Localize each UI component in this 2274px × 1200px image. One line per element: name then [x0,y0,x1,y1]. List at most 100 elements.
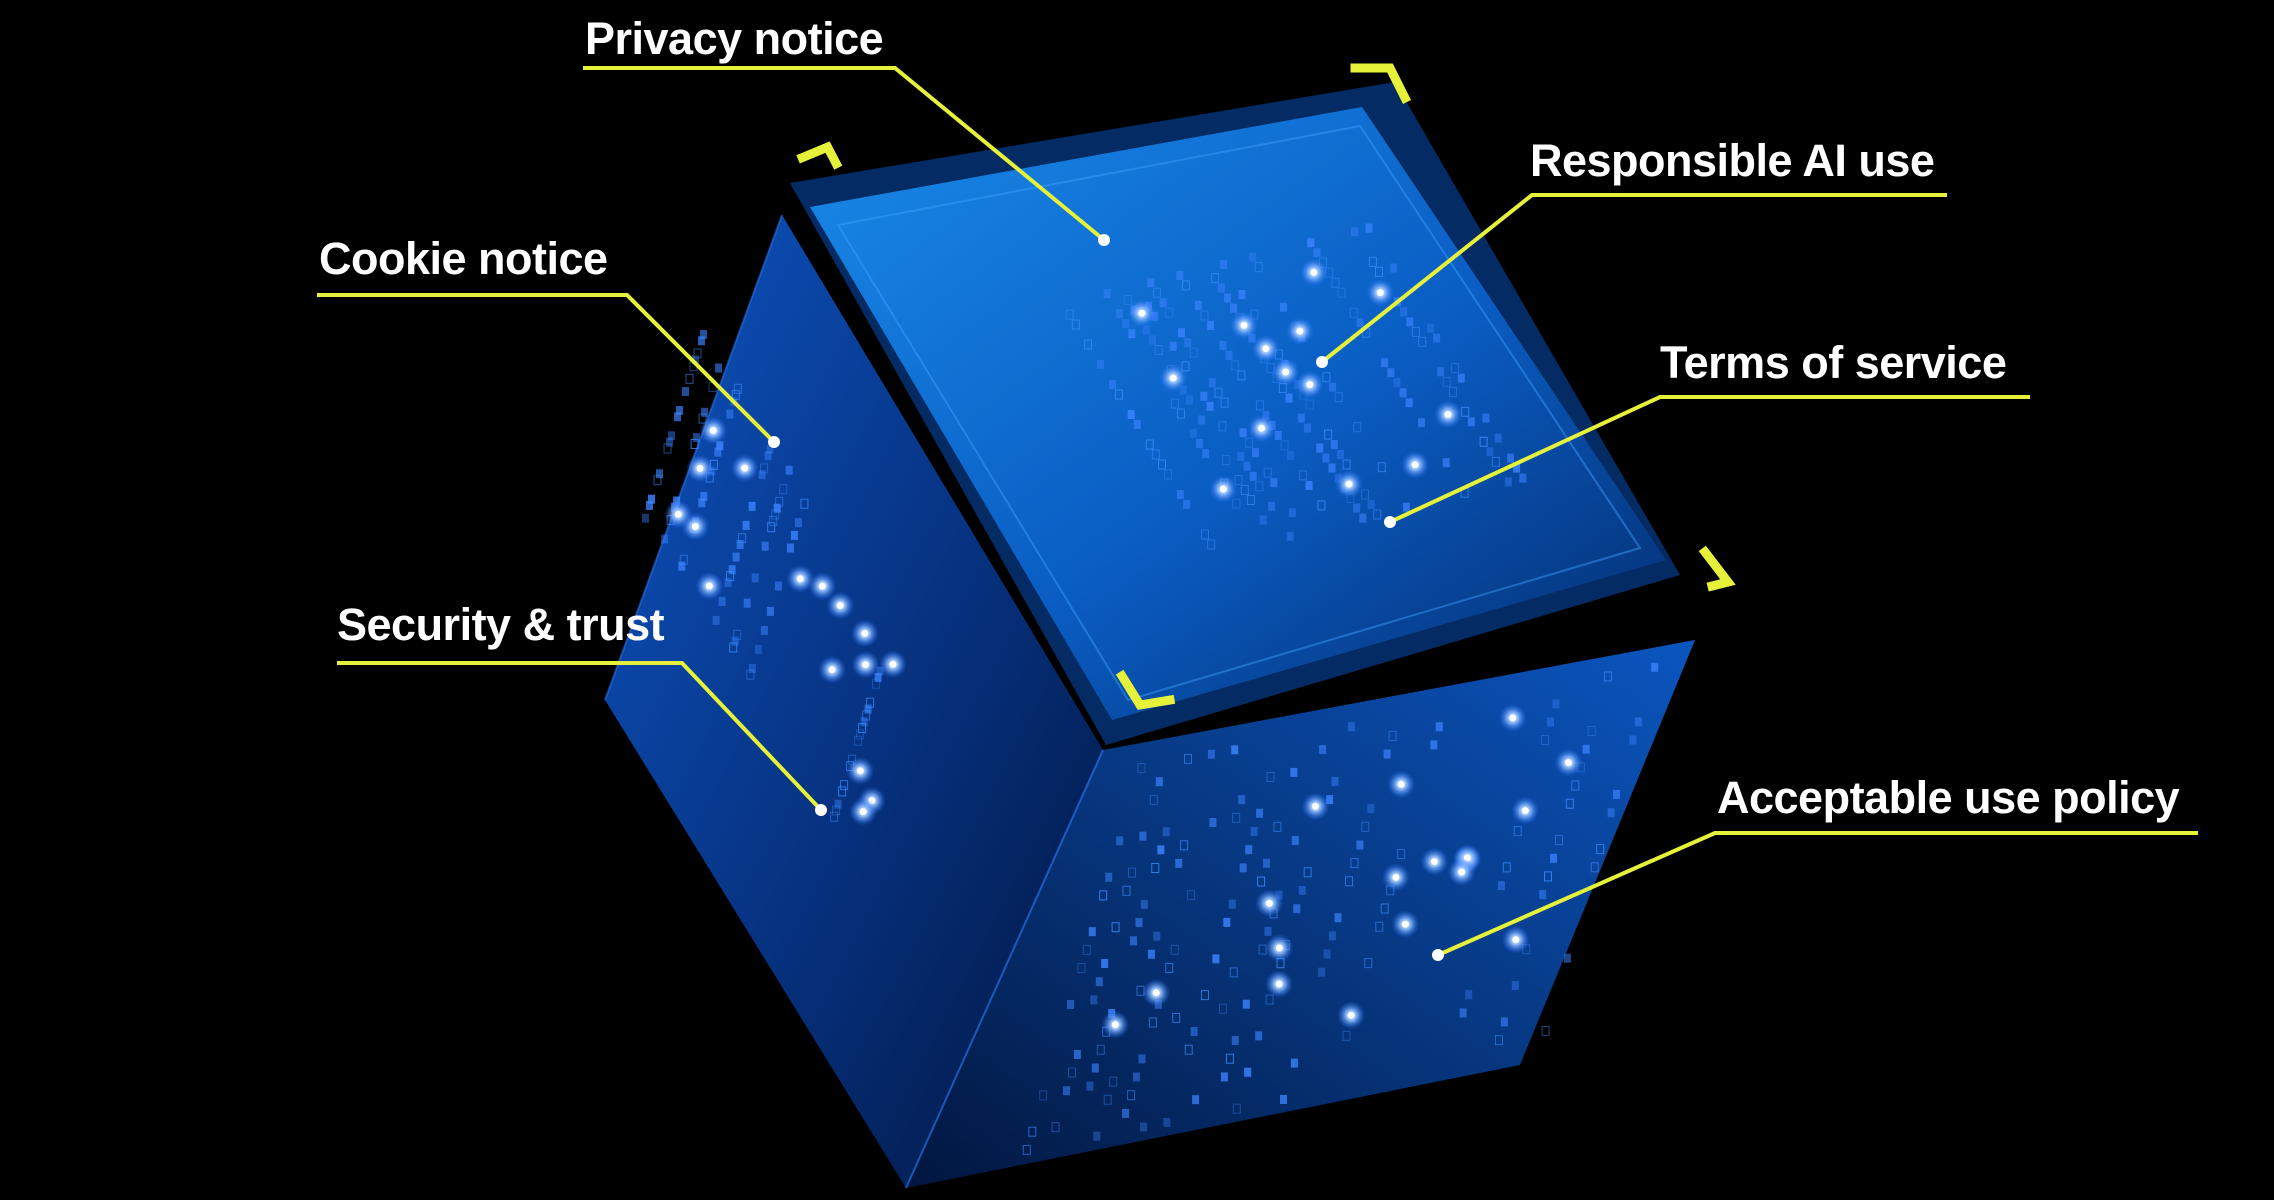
right-face-pixel [1133,1072,1140,1082]
top-face-pixel [1231,360,1240,371]
right-face-pixel [1093,1131,1101,1141]
left-face-pixel [790,530,798,540]
right-face-pixel [1239,863,1247,873]
left-face-glow-dot [674,510,682,518]
right-face-pixel [1218,1003,1227,1014]
right-face-pixel [1184,753,1192,764]
left-face-pixel [854,735,863,746]
top-face-pixel [1317,500,1326,511]
top-face-pixel [1328,463,1336,473]
top-face-pixel [1305,399,1314,410]
top-face-pixel [1451,363,1460,374]
right-face-pixel [1073,1049,1081,1059]
right-face-glow-dot [1430,858,1438,866]
right-face-pixel [1228,899,1236,909]
top-face-pixel [1103,289,1111,299]
left-face-pixel [682,387,689,396]
right-face-pixel [1298,886,1306,895]
top-face-pixel [1232,498,1241,509]
top-face-pixel [1334,392,1343,403]
right-face-pixel [1345,876,1353,887]
top-face-pixel [1359,513,1367,523]
top-face-pixel [1237,370,1246,381]
top-face-pixel [1467,417,1475,427]
right-face-glow-dot [1521,807,1529,815]
right-face-pixel [1101,959,1109,968]
right-face-pixel [1596,844,1605,855]
right-face-pixel [1187,890,1196,901]
right-face-pixel [1130,936,1137,946]
top-face-pixel [1270,478,1278,488]
top-face-pixel [1368,256,1377,267]
top-face-pixel [1365,223,1373,233]
right-face-pixel [1465,990,1473,1000]
top-face-pixel [1280,440,1289,451]
callout-line-terms [1389,395,2030,524]
top-face-pixel [1411,326,1420,337]
right-face-pixel [1212,954,1220,964]
right-face-pixel [1541,1025,1550,1036]
left-face-glow-dot [705,582,713,590]
left-face-pixel [653,475,662,486]
top-face-pixel [1329,382,1337,392]
right-face-pixel [1350,858,1359,869]
top-face-pixel [1305,480,1313,490]
left-face-pixel [771,509,780,520]
top-face-pixel [1202,449,1210,459]
right-face-pixel [1541,735,1549,746]
right-face-glow-dot [1401,920,1409,928]
left-face-pixel [761,541,769,551]
left-face-pixel [800,498,809,509]
right-face-pixel [1140,1122,1147,1132]
left-face-pixel [742,520,750,530]
left-face-pixel [646,501,653,510]
top-face-pixel [1207,320,1215,330]
right-face-pixel [1513,826,1522,837]
right-face-pixel [1201,990,1209,1001]
right-face-pixel [1063,1086,1070,1096]
top-face-pixel [1243,461,1251,471]
top-face-pixel [1179,385,1187,395]
top-face-pixel [1183,500,1191,509]
right-face-pixel [1367,804,1375,814]
left-face-pixel [731,390,740,401]
top-face-pixel [1154,345,1163,355]
right-face-pixel [1231,745,1239,755]
right-face-pixel [1162,827,1170,837]
right-face-pixel [1165,962,1174,973]
right-face-pixel [1318,967,1326,977]
right-face-glow-dot [1397,780,1405,788]
right-face-glow-dot [1565,759,1572,767]
left-face-pixel [736,539,744,549]
left-face-pixel [656,469,663,479]
right-face-pixel [1495,1035,1503,1046]
top-face-pixel [1211,273,1220,284]
top-face-pixel [1114,389,1123,400]
top-face-pixel [1176,490,1184,499]
right-face-pixel [1397,849,1406,859]
top-face-pixel [1122,319,1130,329]
left-face-pixel [733,629,742,640]
top-face-pixel [1200,391,1208,401]
top-face-pixel [1159,298,1167,308]
top-face-pixel [1486,447,1494,457]
label-cookie-notice: Cookie notice [319,233,608,284]
endpoint-responsible-ai [1316,356,1328,368]
left-face-pixel [856,729,865,740]
top-face-pixel [1169,341,1177,351]
right-face-pixel [1103,1094,1112,1105]
cube-front-edge [905,749,1104,1189]
top-face-pixel [1433,333,1441,343]
top-face-pixel [1176,270,1184,280]
left-face-pixel [786,543,794,553]
left-face-pixel [760,625,768,635]
right-face-pixel [1290,767,1298,777]
top-face-pixel [1482,413,1490,423]
left-face-pixel [858,723,867,734]
right-face-pixel [1563,953,1571,963]
top-face-pixel [1225,350,1233,360]
top-face-pixel [1405,398,1413,408]
right-face-pixel [1175,858,1183,868]
right-face-pixel [1088,927,1096,937]
top-face-pixel [1286,531,1294,541]
